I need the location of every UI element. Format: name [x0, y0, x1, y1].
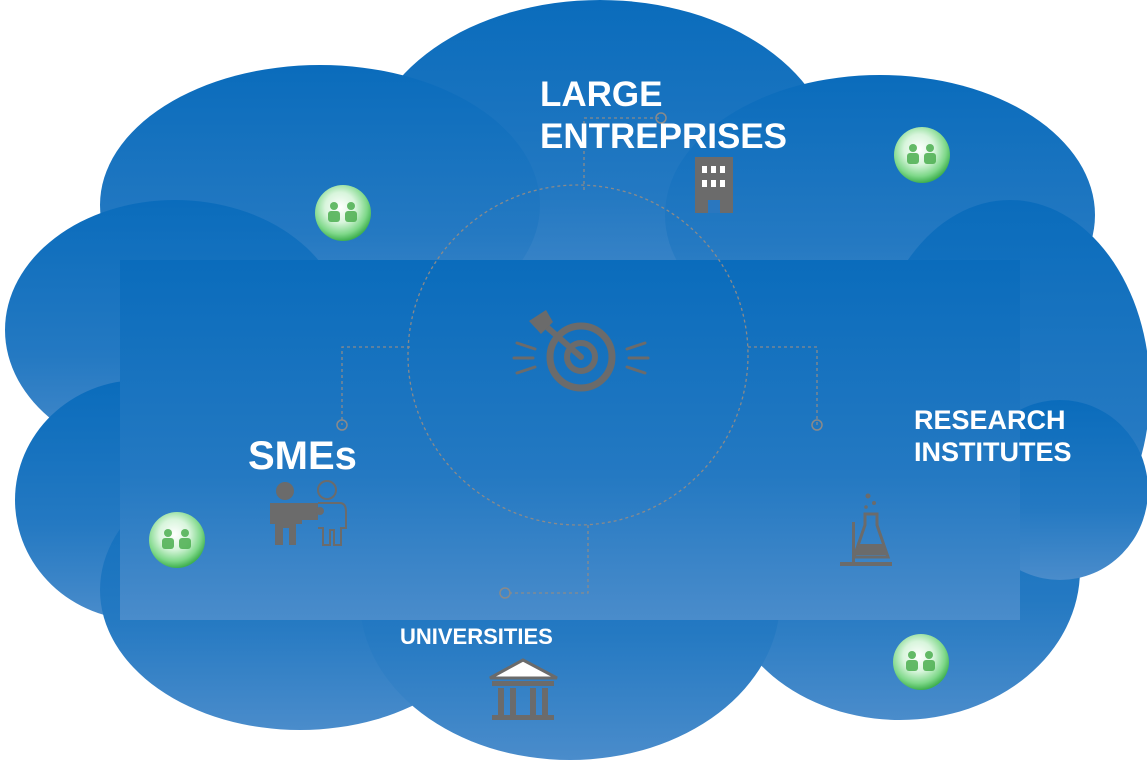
label-research-institutes-line2: INSTITUTES [914, 437, 1072, 468]
connector-large-enterprises [583, 117, 660, 190]
connector-endpoints [336, 112, 823, 599]
flask-icon [840, 493, 892, 566]
arrow-fletching [529, 310, 553, 334]
building-icon [695, 157, 733, 213]
label-large-enterprises: LARGE ENTREPRISES [540, 74, 787, 158]
label-large-enterprises-line1: LARGE [540, 75, 663, 114]
university-icon [489, 658, 558, 720]
label-research-institutes-line1: RESEARCH [914, 405, 1066, 435]
connector-smes [341, 346, 410, 425]
target-arrow-icon [512, 322, 650, 392]
people-puzzle-icon [270, 480, 347, 546]
people-bubble-icon [149, 512, 205, 568]
label-universities: UNIVERSITIES [400, 624, 553, 649]
connector-universities [506, 525, 589, 594]
connector-research [748, 346, 818, 425]
people-bubble-icon [315, 185, 371, 241]
connector-lines [341, 117, 818, 594]
label-large-enterprises-line2: ENTREPRISES [540, 117, 787, 156]
center-dashed-circle [407, 184, 749, 526]
people-bubble-icon [894, 127, 950, 183]
people-bubble-icon [893, 634, 949, 690]
label-smes: SMEs [248, 434, 357, 478]
label-research-institutes: RESEARCH INSTITUTES [914, 404, 1072, 469]
cloud-shape [5, 0, 1147, 760]
